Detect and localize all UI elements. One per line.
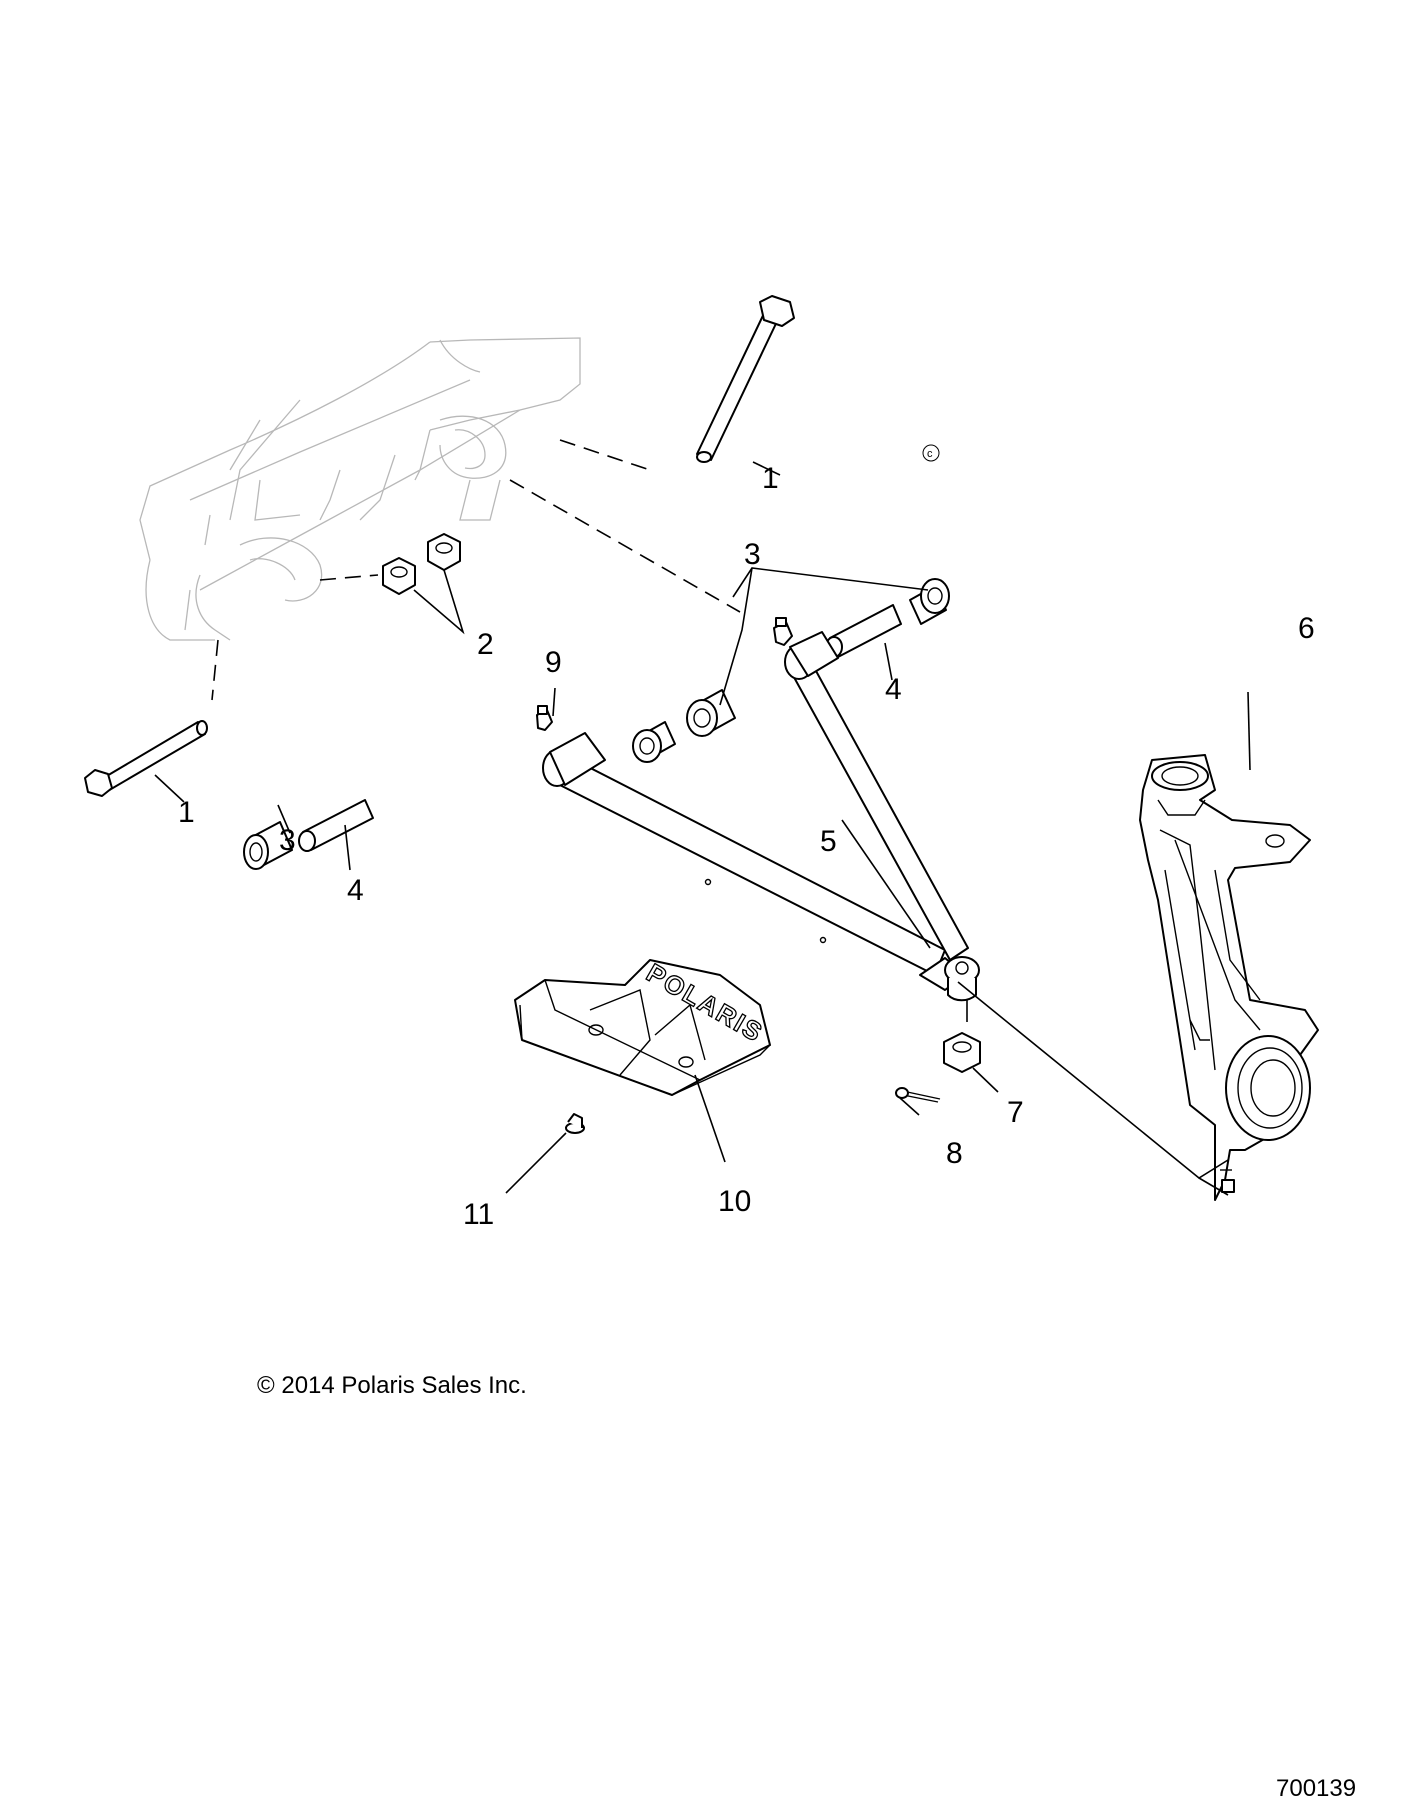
callout-9: 9 (545, 646, 562, 679)
bushing-lower-left (243, 821, 293, 870)
castle-nut (943, 1032, 981, 1073)
sleeve-upper-right (825, 604, 902, 658)
callout-6: 6 (1298, 612, 1315, 645)
a-arm (542, 631, 969, 991)
grease-fitting-upper (773, 617, 793, 646)
callout-11: 11 (463, 1198, 494, 1231)
callout-1-lower: 1 (178, 796, 195, 829)
steering-knuckle (1139, 754, 1319, 1201)
callout-labels: 1 1 2 3 3 4 4 5 6 7 8 9 10 11 (178, 462, 1315, 1231)
callout-8: 8 (946, 1137, 963, 1170)
copyright-notice: © 2014 Polaris Sales Inc. (257, 1372, 527, 1399)
callout-3-upper: 3 (744, 538, 761, 571)
bolt-upper (696, 295, 795, 463)
copyright-circle-letter: c (927, 448, 933, 460)
bushing-arm-front (632, 721, 676, 763)
assembly-dash-lines (211, 439, 741, 701)
bushing-arm-middle (686, 689, 736, 737)
callout-2: 2 (477, 628, 494, 661)
sleeve-lower-left (298, 799, 374, 852)
frame-ghost (139, 337, 581, 641)
bushing-arm-rear (909, 578, 950, 625)
drawing-number: 700139 (1276, 1775, 1357, 1802)
grease-fitting-9 (536, 705, 553, 731)
callout-4-lower: 4 (347, 874, 364, 907)
callout-4-upper: 4 (885, 673, 902, 706)
leader-lines (154, 461, 1251, 1196)
callout-10: 10 (718, 1185, 751, 1218)
a-arm-guard: POLARIS (514, 957, 771, 1096)
callout-7: 7 (1007, 1096, 1024, 1129)
flange-nut-b (427, 533, 461, 571)
cotter-pin (895, 1087, 941, 1103)
guard-screw (565, 1113, 585, 1134)
callout-1-upper: 1 (762, 462, 779, 495)
ball-joint (944, 956, 980, 1002)
bolt-lower (84, 720, 208, 797)
flange-nut-a (382, 557, 416, 595)
callout-3-lower: 3 (279, 824, 296, 857)
copyright-circle-mark: c (922, 444, 940, 462)
callout-5: 5 (820, 825, 837, 858)
